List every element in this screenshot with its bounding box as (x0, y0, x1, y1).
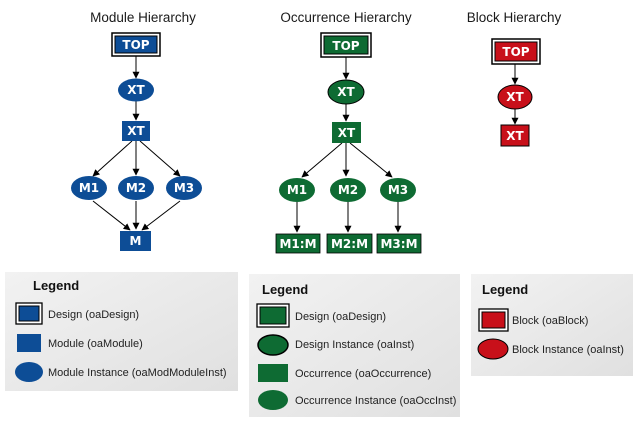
occurrence-top-design[interactable]: TOP (320, 32, 372, 58)
module-hierarchy-title: Module Hierarchy (90, 10, 196, 25)
legend-block: Legend Block (oaBlock) Block Instance (o… (471, 274, 633, 376)
svg-text:XT: XT (506, 90, 524, 104)
module-top-design[interactable]: TOP (111, 32, 161, 57)
block-xt-instance[interactable]: XT (497, 84, 533, 110)
legend-occ-design-swatch (259, 306, 287, 325)
svg-text:M1: M1 (287, 183, 307, 197)
legend-module-title: Legend (33, 278, 79, 293)
legend-block-instance-swatch (477, 338, 509, 360)
legend-design-swatch (18, 305, 40, 322)
svg-text:M2: M2 (338, 183, 358, 197)
legend-occurrence-swatch (258, 364, 288, 382)
occurrence-m1-instance[interactable]: M1 (279, 178, 315, 202)
occurrence-m2-instance[interactable]: M2 (330, 178, 366, 202)
edge-xt-m3 (139, 140, 181, 177)
svg-text:XT: XT (337, 85, 355, 99)
svg-text:TOP: TOP (122, 38, 149, 52)
legend-module-label: Module (oaModule) (48, 338, 143, 350)
edge-m3-m (141, 200, 181, 231)
svg-text:M3:M: M3:M (380, 237, 417, 251)
legend-block-label: Block (oaBlock) (512, 315, 588, 327)
occurrence-m1m-occurrence[interactable]: M1:M (275, 233, 321, 254)
legend-module-instance-swatch (15, 362, 43, 382)
svg-text:XT: XT (506, 129, 524, 143)
legend-occurrence-title: Legend (262, 282, 308, 297)
legend-block-instance-label: Block Instance (oaInst) (512, 344, 624, 356)
legend-occurrence-label: Occurrence (oaOccurrence) (295, 368, 431, 380)
module-m2-instance[interactable]: M2 (118, 176, 154, 200)
module-xt-instance[interactable]: XT (118, 78, 154, 102)
block-hierarchy-title: Block Hierarchy (467, 10, 562, 25)
legend-occurrence-instance-swatch (258, 390, 288, 410)
legend-module: Legend Design (oaDesign) Module (oaModul… (5, 272, 238, 391)
module-m3-instance[interactable]: M3 (166, 176, 202, 200)
edge-occ-xt-m1 (301, 142, 343, 178)
legend-occ-design-instance-label: Design Instance (oaInst) (295, 339, 414, 351)
edge-occ-xt-m3 (349, 142, 393, 178)
legend-module-panel (5, 272, 238, 391)
svg-text:M3: M3 (174, 181, 194, 195)
block-xt-block[interactable]: XT (500, 124, 530, 147)
module-m-module[interactable]: M (120, 231, 151, 251)
svg-text:M1: M1 (79, 181, 99, 195)
svg-text:M3: M3 (388, 183, 408, 197)
block-top-design[interactable]: TOP (491, 38, 541, 65)
occurrence-hierarchy-title: Occurrence Hierarchy (280, 10, 412, 25)
svg-text:TOP: TOP (332, 39, 359, 53)
occurrence-m2m-occurrence[interactable]: M2:M (326, 233, 373, 254)
svg-text:M2:M: M2:M (331, 237, 368, 251)
svg-text:XT: XT (127, 83, 145, 97)
module-m1-instance[interactable]: M1 (71, 176, 107, 200)
occurrence-xt-occurrence[interactable]: XT (332, 122, 361, 143)
occurrence-m3-instance[interactable]: M3 (380, 178, 416, 202)
occurrence-hierarchy: Occurrence Hierarchy TOP XT XT M1 M2 (275, 10, 422, 254)
legend-occurrence-instance-label: Occurrence Instance (oaOccInst) (295, 395, 456, 407)
svg-text:M2: M2 (126, 181, 146, 195)
occurrence-m3m-occurrence[interactable]: M3:M (376, 233, 422, 254)
occurrence-xt-design-instance[interactable]: XT (327, 79, 365, 105)
edge-xt-m1 (92, 140, 133, 177)
legend-block-title: Legend (482, 282, 528, 297)
edge-m1-m (92, 200, 131, 231)
legend-occurrence: Legend Design (oaDesign) Design Instance… (249, 274, 460, 417)
legend-module-swatch (17, 334, 41, 352)
legend-block-swatch (481, 311, 506, 329)
svg-text:XT: XT (127, 124, 145, 138)
legend-module-instance-label: Module Instance (oaModModuleInst) (48, 367, 227, 379)
module-hierarchy: Module Hierarchy TOP XT XT M1 M (71, 10, 202, 251)
svg-text:TOP: TOP (502, 45, 529, 59)
svg-text:XT: XT (338, 126, 356, 140)
legend-occ-design-instance-swatch (257, 334, 289, 356)
svg-text:M1:M: M1:M (279, 237, 316, 251)
svg-text:M: M (130, 234, 142, 248)
legend-occ-design-label: Design (oaDesign) (295, 311, 386, 323)
module-xt-module[interactable]: XT (122, 121, 150, 141)
block-hierarchy: Block Hierarchy TOP XT XT (467, 10, 562, 147)
legend-design-label: Design (oaDesign) (48, 309, 139, 321)
